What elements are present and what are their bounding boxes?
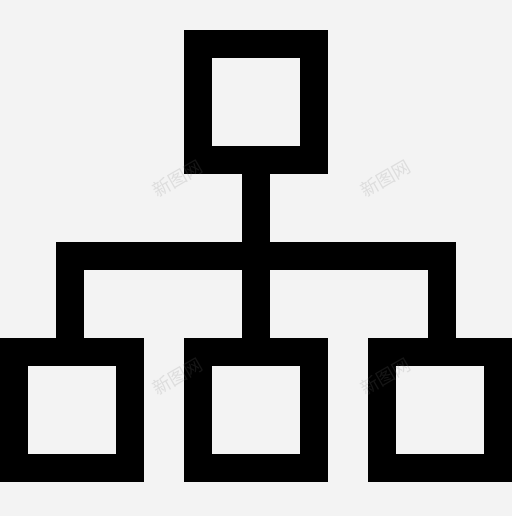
middle-drop — [242, 242, 270, 338]
bottom-left-node-box — [0, 338, 144, 482]
right-drop — [428, 242, 456, 338]
top-node-box — [184, 30, 328, 174]
bottom-middle-node-box — [184, 338, 328, 482]
bottom-right-node-box — [368, 338, 512, 482]
trunk-connector — [242, 160, 270, 256]
left-drop — [56, 242, 84, 338]
